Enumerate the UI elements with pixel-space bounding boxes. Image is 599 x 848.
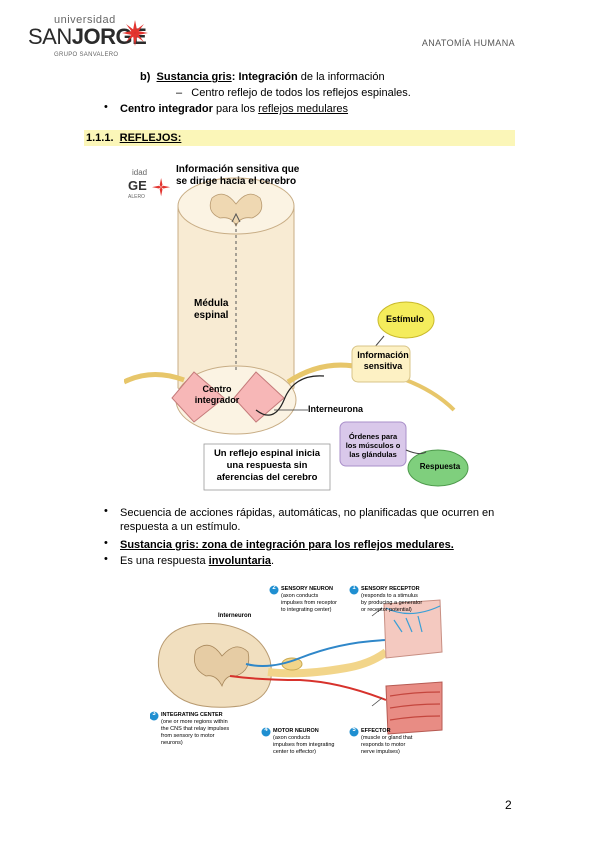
- fig2-integrating-center-label: INTEGRATING CENTER (one or more regions …: [161, 712, 230, 746]
- spinal-reflex-figure: [124, 177, 469, 491]
- badge-2: 2: [272, 585, 276, 591]
- bullet-icon: •: [104, 537, 108, 549]
- fig1-logo-fragment-1: idad: [132, 168, 148, 177]
- list-item-secuencia: Secuencia de acciones rápidas, automátic…: [120, 507, 495, 533]
- bullet-icon: •: [104, 553, 108, 565]
- list-item-involuntaria: Es una respuesta involuntaria.: [120, 555, 275, 567]
- badge-4: 4: [264, 727, 268, 733]
- bullet-icon: •: [104, 505, 108, 517]
- logo-main-text: SANJORGE: [28, 24, 147, 49]
- course-title: ANATOMÍA HUMANA: [421, 38, 515, 48]
- university-logo: universidad SANJORGE GRUPO SANVALERO: [18, 14, 168, 64]
- bullet-icon: •: [104, 101, 108, 113]
- fig1-logo-fragment-2: GE: [128, 178, 147, 193]
- badge-5: 5: [352, 727, 356, 733]
- logo-small-text: universidad: [54, 14, 116, 26]
- badge-1: 1: [352, 585, 356, 591]
- fig2-interneuron-label: Interneuron: [218, 613, 252, 619]
- fig1-logo-fragment-3: ALERO: [128, 194, 145, 200]
- list-item-b: b) Sustancia gris: Integración de la inf…: [140, 71, 385, 83]
- badge-3: 3: [152, 711, 156, 717]
- list-item-sustancia-gris: Sustancia gris: zona de integración para…: [120, 539, 454, 551]
- page-number: 2: [505, 798, 512, 812]
- list-item-centro: Centro integrador para los reflejos medu…: [120, 103, 349, 115]
- logo-group-text: GRUPO SANVALERO: [54, 52, 119, 58]
- fig1-interneurona-label: Interneurona: [308, 404, 364, 414]
- sub-item: – Centro reflejo de todos los reflejos e…: [176, 87, 411, 99]
- fig1-estimulo-label: Estímulo: [386, 314, 425, 324]
- section-heading: 1.1.1. REFLEJOS:: [84, 130, 515, 146]
- fig2-sensory-receptor-label: SENSORY RECEPTOR (responds to a stimulus…: [361, 586, 423, 613]
- reflex-arc-figure: [150, 585, 443, 737]
- fig1-respuesta-label: Respuesta: [419, 462, 461, 471]
- star-logo-icon: [122, 20, 148, 46]
